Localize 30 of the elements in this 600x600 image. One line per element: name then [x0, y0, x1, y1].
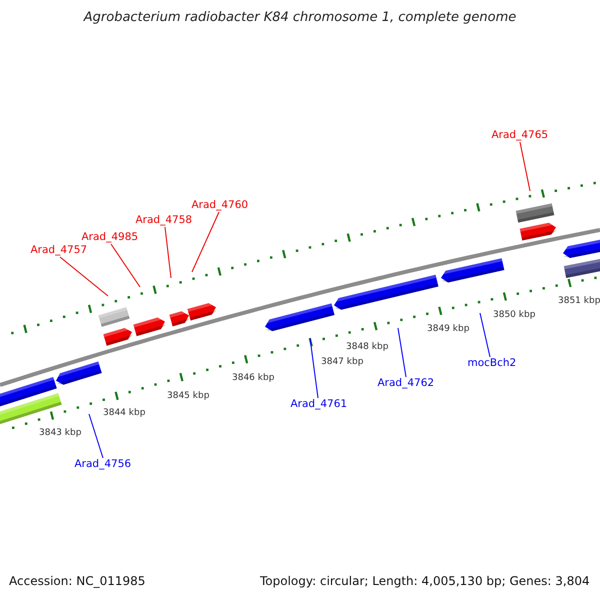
- leader-line: [520, 142, 530, 192]
- tick-label: 3849 kbp: [427, 324, 470, 335]
- gene-label: Arad_4760: [192, 199, 248, 212]
- tick-label: 3848 kbp: [346, 342, 388, 353]
- leader-line: [60, 256, 108, 296]
- leader-line: [480, 312, 490, 358]
- leader-line: [192, 212, 220, 272]
- gene-label: Arad_4985: [82, 231, 138, 244]
- title: Agrobacterium radiobacter K84 chromosome 1, complete genome: [82, 10, 518, 26]
- gene-label: Arad_4757: [30, 244, 88, 257]
- leader-line: [398, 328, 406, 378]
- gene-label: Arad_4756: [74, 458, 132, 471]
- tick-label: 3844 kbp: [103, 408, 146, 419]
- tick-label: 3846 kbp: [232, 373, 274, 384]
- gene-label: mocBch2: [468, 357, 516, 370]
- accession-text: Accession: NC_011985: [9, 574, 146, 588]
- tick-label: 3845 kbp: [167, 391, 210, 402]
- gene-label: Arad_4765: [492, 129, 548, 142]
- leader-line: [310, 338, 318, 398]
- tick-label: 3847 kbp: [321, 357, 364, 368]
- tick-label: 3850 kbp: [493, 310, 536, 321]
- tick-label: 3851 kbp: [558, 296, 600, 307]
- leader-line: [88, 414, 104, 458]
- tick-label: 3843 kbp: [39, 428, 82, 439]
- genome-summary-text: Topology: circular; Length: 4,005,130 bp; Genes: 3,804: [260, 574, 590, 588]
- gene-label: Arad_4762: [378, 377, 434, 390]
- gene-label: Arad_4758: [136, 214, 192, 227]
- leader-line: [110, 244, 140, 288]
- leader-line: [164, 226, 172, 278]
- gene-label: Arad_4761: [290, 398, 348, 411]
